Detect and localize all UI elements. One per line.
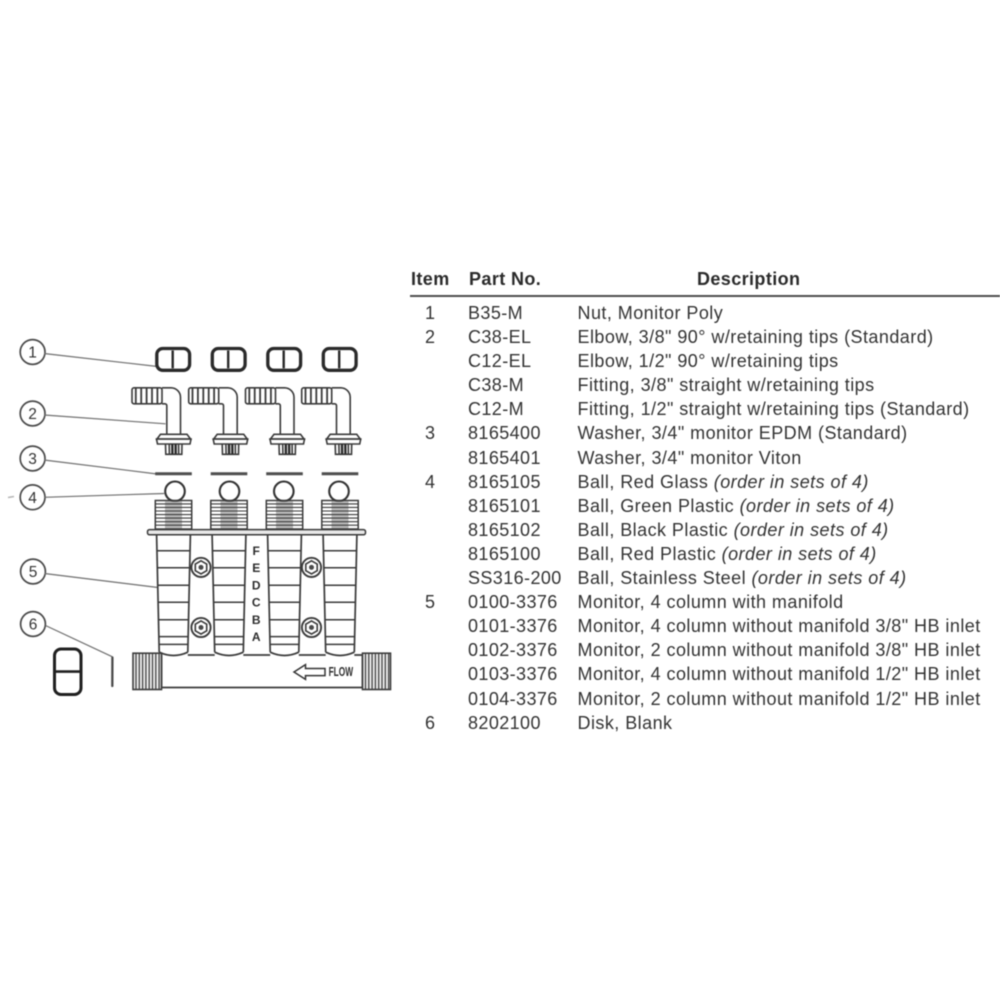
svg-text:FLOW: FLOW xyxy=(329,665,354,679)
svg-text:4: 4 xyxy=(28,490,37,507)
svg-text:6: 6 xyxy=(29,617,38,634)
svg-text:E: E xyxy=(252,561,260,575)
svg-text:D: D xyxy=(252,579,261,593)
svg-text:C: C xyxy=(252,596,261,610)
svg-text:F: F xyxy=(253,544,260,558)
svg-text:B: B xyxy=(252,613,261,627)
svg-text:5: 5 xyxy=(29,564,38,581)
svg-text:1: 1 xyxy=(28,345,37,362)
svg-text:A: A xyxy=(252,630,261,644)
svg-text:2: 2 xyxy=(28,406,37,423)
svg-text:3: 3 xyxy=(28,451,37,468)
